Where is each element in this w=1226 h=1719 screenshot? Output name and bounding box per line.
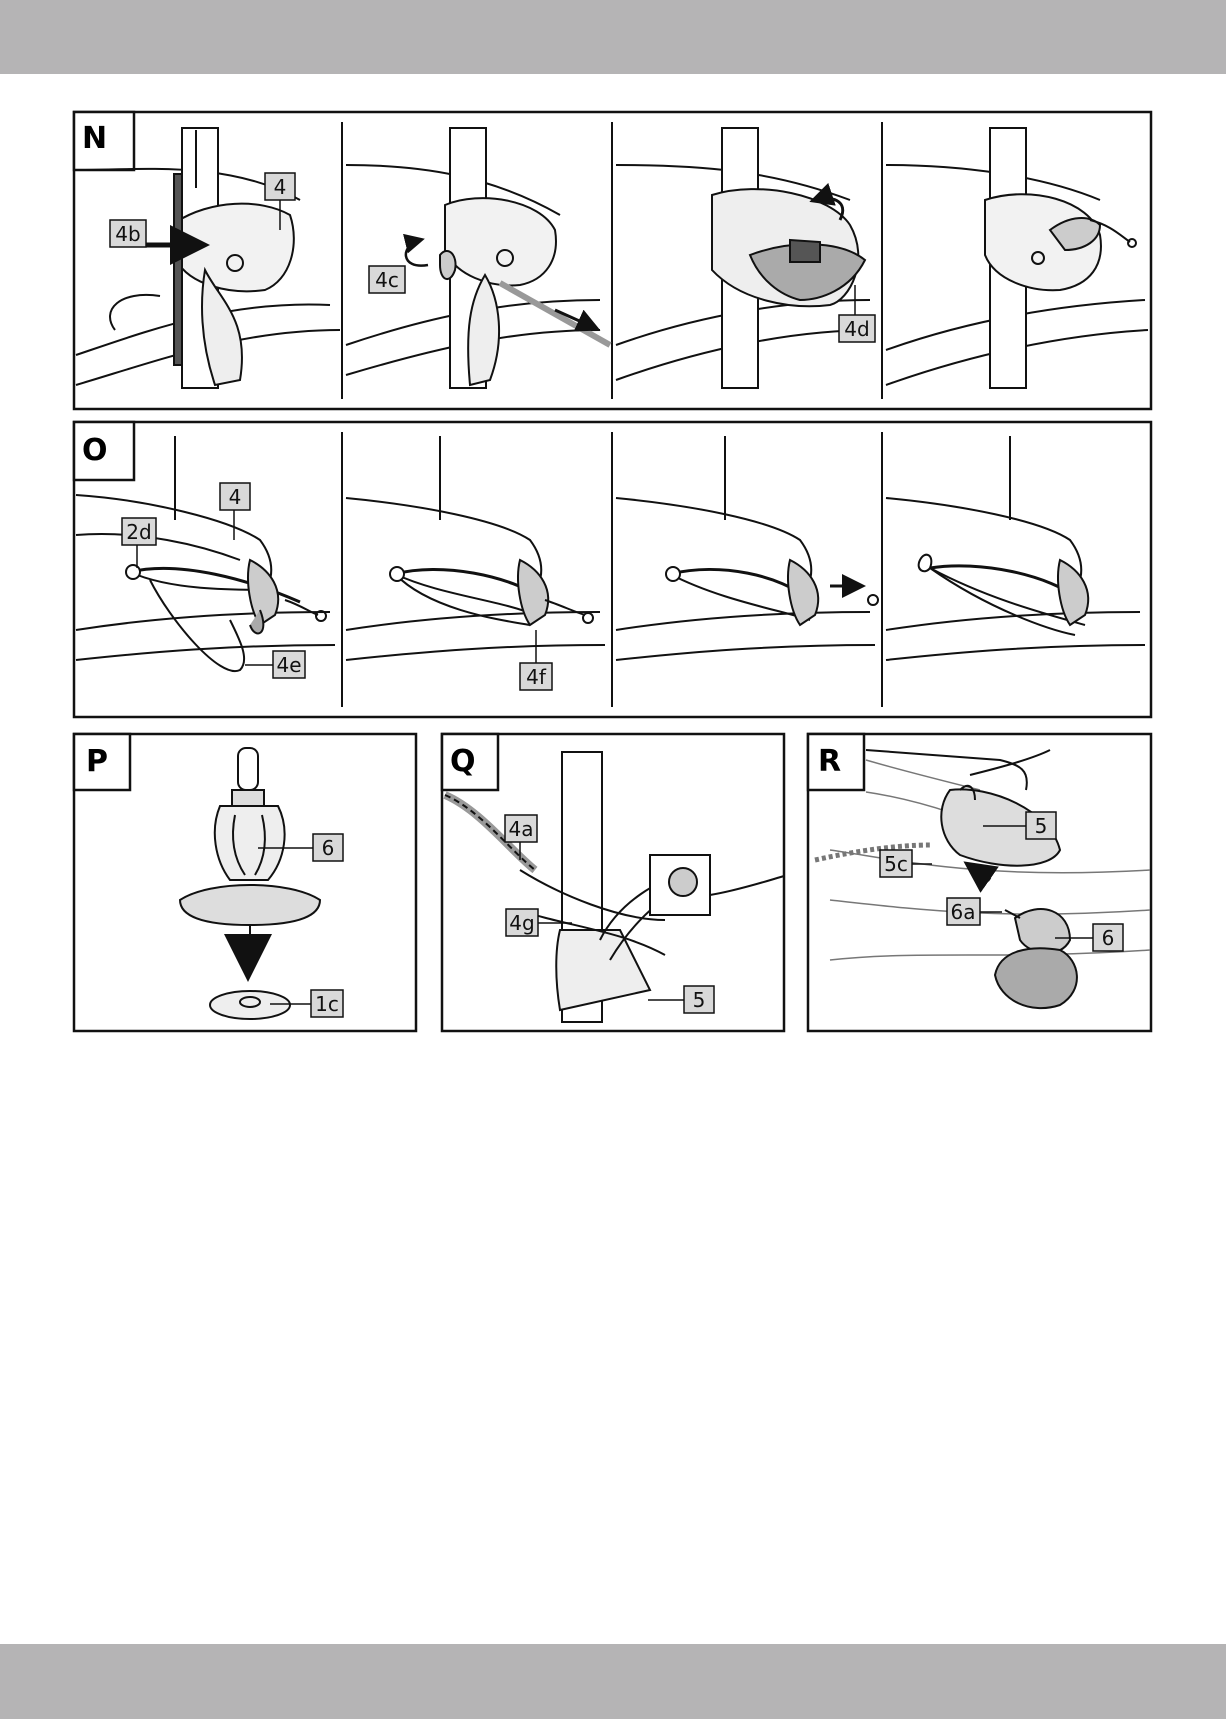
panel-q-letter: Q — [450, 744, 476, 779]
panel-o-letter: O — [82, 433, 108, 468]
panel-p: P 6 1c — [74, 734, 416, 1031]
label-4e: 4e — [276, 653, 301, 677]
panel-n-label-4b: 4b — [110, 220, 146, 247]
panel-o: O — [74, 422, 1151, 717]
label-2d: 2d — [126, 520, 151, 544]
label-4f: 4f — [526, 665, 547, 689]
label-6a: 6a — [951, 900, 976, 924]
label-4: 4 — [274, 175, 287, 199]
label-4d: 4d — [844, 317, 869, 341]
label-4a: 4a — [509, 817, 534, 841]
label-4c: 4c — [375, 268, 399, 292]
panel-p-letter: P — [86, 744, 108, 779]
panel-n: N — [74, 112, 1151, 409]
panel-q: Q 4a 4g 5 — [442, 734, 784, 1031]
label-6-p: 6 — [322, 836, 335, 860]
panel-r-letter: R — [818, 744, 841, 779]
label-5-r: 5 — [1035, 814, 1048, 838]
panel-n-label-4c: 4c — [369, 266, 405, 293]
label-6-r: 6 — [1102, 926, 1115, 950]
label-4b: 4b — [115, 222, 140, 246]
label-1c: 1c — [315, 992, 339, 1016]
panel-r: R 5 5c — [808, 734, 1151, 1031]
label-4-o: 4 — [229, 485, 242, 509]
panel-n-letter: N — [82, 121, 107, 156]
label-4g: 4g — [509, 911, 534, 935]
label-5c: 5c — [884, 852, 908, 876]
label-5-q: 5 — [693, 988, 706, 1012]
